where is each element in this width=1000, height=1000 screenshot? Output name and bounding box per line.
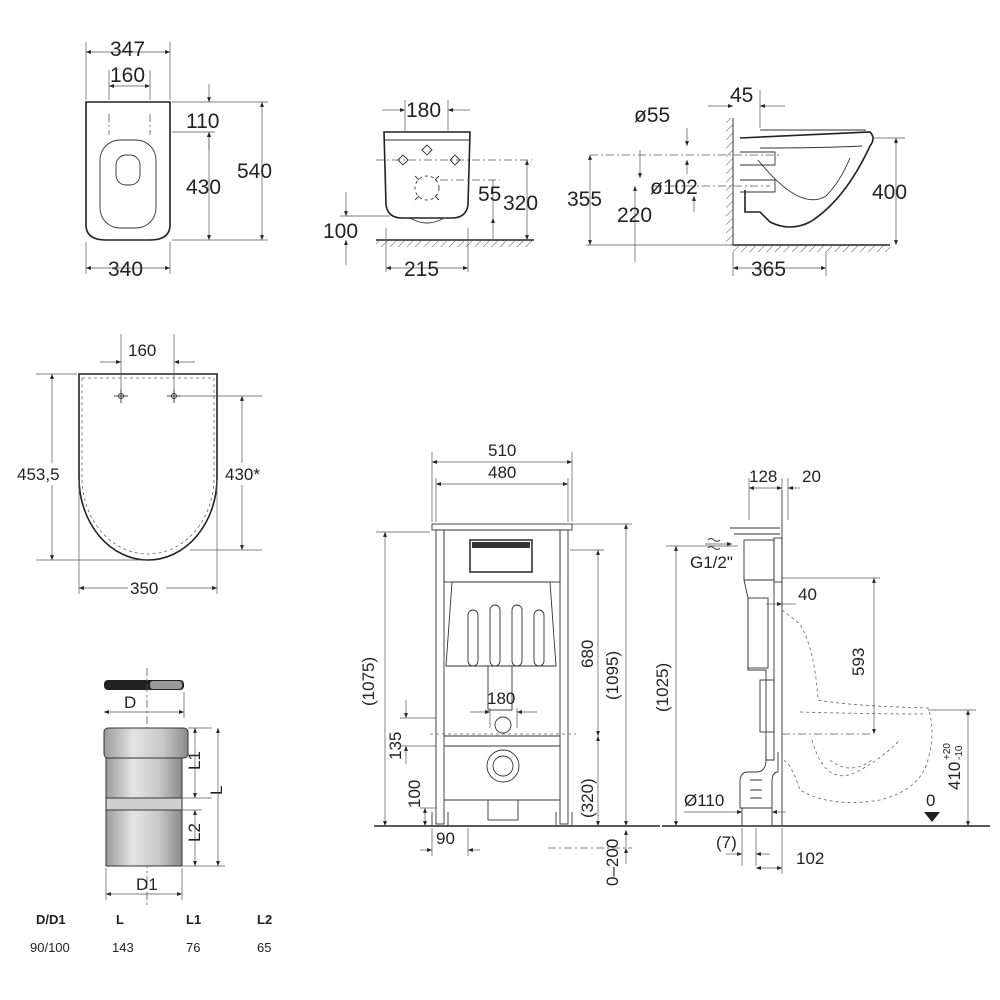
dim-365: 365 — [751, 258, 786, 281]
bowl-side-view: 45 ø55 ø102 355 220 400 365 — [567, 84, 907, 281]
dim-430-star: 430* — [225, 465, 260, 484]
dim-d55: ø55 — [634, 104, 670, 127]
bowl-front-view: 347 160 110 430 540 340 — [85, 38, 272, 281]
dim-180: 180 — [406, 99, 441, 122]
dim-410-tolerance: 410 +20 -10 — [942, 743, 965, 790]
frame-front-view: 510 480 (1075) 680 (1095) (320) 180 135 — [359, 441, 660, 886]
table-cell-l: 143 — [112, 940, 134, 955]
dim-zero-level: 0 — [926, 791, 935, 810]
dim-1095: (1095) — [603, 651, 622, 700]
dim-355: 355 — [567, 188, 602, 211]
dim-410-tol-plus: +20 — [942, 743, 953, 760]
pipe-label-d: D — [124, 693, 136, 712]
dim-135: 135 — [386, 732, 405, 760]
dim-453-5: 453,5 — [17, 465, 60, 484]
dim-128: 128 — [749, 467, 777, 486]
dim-110: 110 — [186, 110, 219, 133]
dim-400: 400 — [872, 181, 907, 204]
dim-45: 45 — [730, 84, 753, 107]
table-cell-l1: 76 — [186, 940, 200, 955]
dim-d102: ø102 — [650, 176, 698, 199]
pipe-label-d1: D1 — [136, 875, 158, 894]
table-cell-d-d1: 90/100 — [30, 940, 70, 955]
dim-20: 20 — [802, 467, 821, 486]
dim-1075: (1075) — [359, 657, 378, 706]
pipe-connector-view: D L1 L L2 D1 — [103, 668, 226, 906]
frame-side-view: G1/2" 128 20 40 (1025) 593 410 +20 -10 — [653, 467, 990, 874]
pipe-label-l: L — [207, 786, 226, 795]
dim-320-frame: (320) — [578, 778, 597, 818]
pipe-label-l2: L2 — [185, 823, 204, 842]
dim-430: 430 — [186, 176, 221, 199]
dim-o110: Ø110 — [684, 791, 724, 810]
table-header-l2: L2 — [257, 912, 272, 927]
table-header-l1: L1 — [186, 912, 201, 927]
dim-1025: (1025) — [653, 663, 672, 712]
dim-100: 100 — [323, 220, 358, 243]
table-cell-l2: 65 — [257, 940, 271, 955]
dim-350: 350 — [130, 579, 158, 598]
seat-top-view: 160 453,5 430* 350 — [16, 334, 270, 598]
dim-100-frame: 100 — [405, 780, 424, 808]
dim-347: 347 — [110, 38, 145, 61]
dim-340: 340 — [108, 258, 143, 281]
dim-102: 102 — [796, 849, 824, 868]
dim-480: 480 — [488, 463, 516, 482]
dim-180-frame: 180 — [487, 689, 515, 708]
bowl-back-view: 180 55 320 100 215 — [323, 99, 538, 281]
dim-510: 510 — [488, 441, 516, 460]
table-header-d-d1: D/D1 — [36, 912, 66, 927]
dim-220: 220 — [617, 204, 652, 227]
dim-410-tol-minus: -10 — [954, 745, 965, 760]
dim-320: 320 — [503, 192, 538, 215]
dim-7: (7) — [716, 833, 737, 852]
dim-90: 90 — [436, 829, 455, 848]
dimension-table: D/D1 L L1 L2 90/100 143 76 65 — [30, 912, 272, 955]
dim-215: 215 — [404, 258, 439, 281]
dim-40: 40 — [798, 585, 817, 604]
dim-593: 593 — [849, 648, 868, 676]
dim-680: 680 — [578, 640, 597, 668]
dim-55: 55 — [478, 183, 501, 206]
dim-410: 410 — [945, 762, 964, 790]
dim-0-200: 0–200 — [603, 839, 622, 886]
table-header-l: L — [116, 912, 124, 927]
dim-g12: G1/2" — [690, 553, 733, 572]
pipe-label-l1: L1 — [185, 751, 204, 770]
dim-160: 160 — [110, 64, 145, 87]
dim-seat-160: 160 — [128, 341, 156, 360]
dim-540: 540 — [237, 160, 272, 183]
